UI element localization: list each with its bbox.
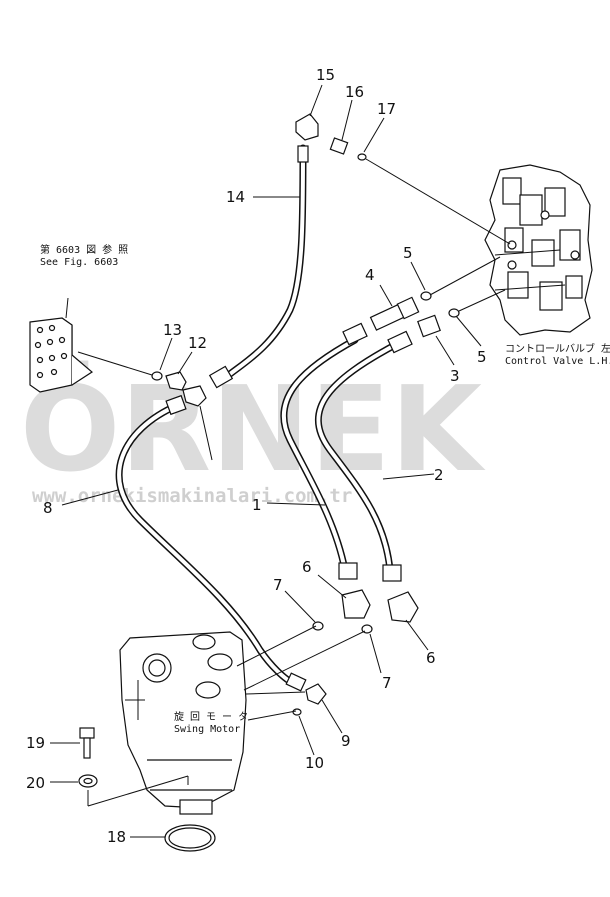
notes: 第 6603 図 参 照 See Fig. 6603 コントロールバルブ 左 C… [40,243,610,735]
callout-4: 4 [365,266,375,284]
callout-5-lower: 5 [477,348,487,366]
hoses [115,144,399,688]
callout-7-left: 7 [273,576,283,594]
fittings [78,113,460,852]
callout-7-right: 7 [382,674,392,692]
callout-9: 9 [341,732,351,750]
control-valve-label-en: Control Valve L.H. [505,356,610,367]
swing-motor-label-jp: 旋 回 モ ー タ [174,710,248,723]
callout-19: 19 [26,734,45,752]
callout-13: 13 [163,321,182,339]
swing-motor [119,631,247,815]
watermark-brand: ÖRNEK [20,360,487,498]
watermark-url: www.ornekismakinalari.com.tr [32,485,352,507]
callout-8: 8 [43,499,53,517]
callout-14: 14 [226,188,245,206]
control-valve [484,164,593,336]
bracket [29,297,94,393]
callout-12: 12 [188,334,207,352]
callout-6-right: 6 [426,649,436,667]
callout-18: 18 [107,828,126,846]
callout-3: 3 [450,367,460,385]
callout-1: 1 [252,496,262,514]
control-valve-label-jp: コントロールバルブ 左 [505,342,610,355]
watermark: ÖRNEK www.ornekismakinalari.com.tr [20,360,487,507]
leader-lines [50,84,511,838]
callout-16: 16 [345,83,364,101]
callouts: 15 16 17 14 5 4 13 12 5 3 8 2 1 7 6 6 7 … [26,66,487,846]
callout-5-upper: 5 [403,244,413,262]
callout-20: 20 [26,774,45,792]
callout-15: 15 [316,66,335,84]
see-fig-note-jp: 第 6603 図 参 照 [40,243,128,256]
callout-17: 17 [377,100,396,118]
callout-6-left: 6 [302,558,312,576]
see-fig-note-en: See Fig. 6603 [40,257,118,268]
callout-2: 2 [434,466,444,484]
swing-motor-label-en: Swing Motor [174,724,240,735]
callout-10: 10 [305,754,324,772]
